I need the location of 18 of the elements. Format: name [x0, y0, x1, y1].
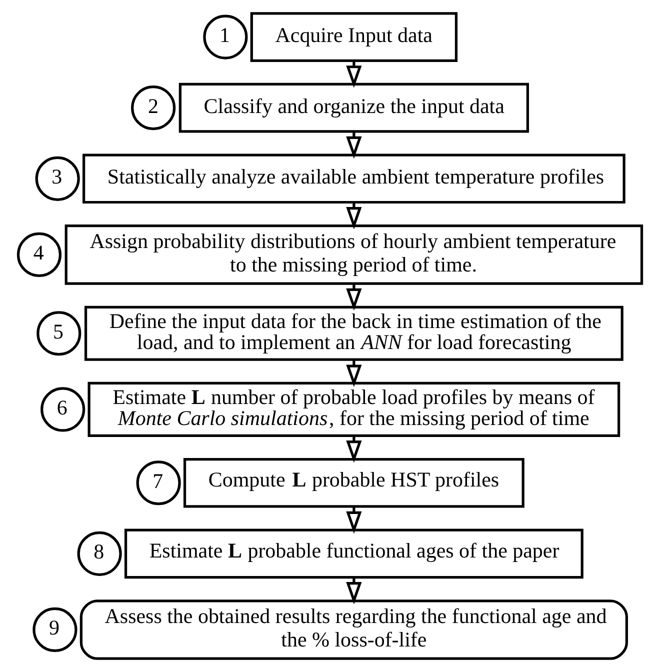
- node-box: Estimate L probable functional ages of the paper: [124, 528, 583, 579]
- node-circle: 9: [32, 607, 77, 652]
- node-circle: 7: [136, 460, 180, 506]
- node-box: Statistically analyze available ambient temperature profiles: [82, 154, 625, 204]
- node-box: Acquire Input data: [250, 12, 458, 62]
- node-circle: 4: [16, 232, 62, 277]
- node-circle: 3: [34, 156, 80, 201]
- node-box: Assign probability distributions of hourly ambient temperature to the missing period of time.: [64, 224, 643, 285]
- node-box: Assess the obtained results regarding the functional age and the % loss-of-life: [79, 600, 628, 660]
- node-circle: 1: [202, 14, 248, 60]
- node-circle: 6: [40, 387, 85, 432]
- node-box: Classify and organize the input data: [178, 82, 528, 133]
- node-box: Define the input data for the back in time estimation of the load, and to implement an ANN for load forecasting: [84, 306, 623, 361]
- node-box: Estimate L number of probable load profiles by means of Monte Carlo simulations, for the missing period of time: [87, 382, 620, 437]
- node-circle: 5: [36, 311, 81, 356]
- node-circle: 8: [76, 531, 122, 576]
- node-circle: 2: [130, 86, 176, 130]
- node-box: Compute L probable HST profiles: [182, 458, 524, 508]
